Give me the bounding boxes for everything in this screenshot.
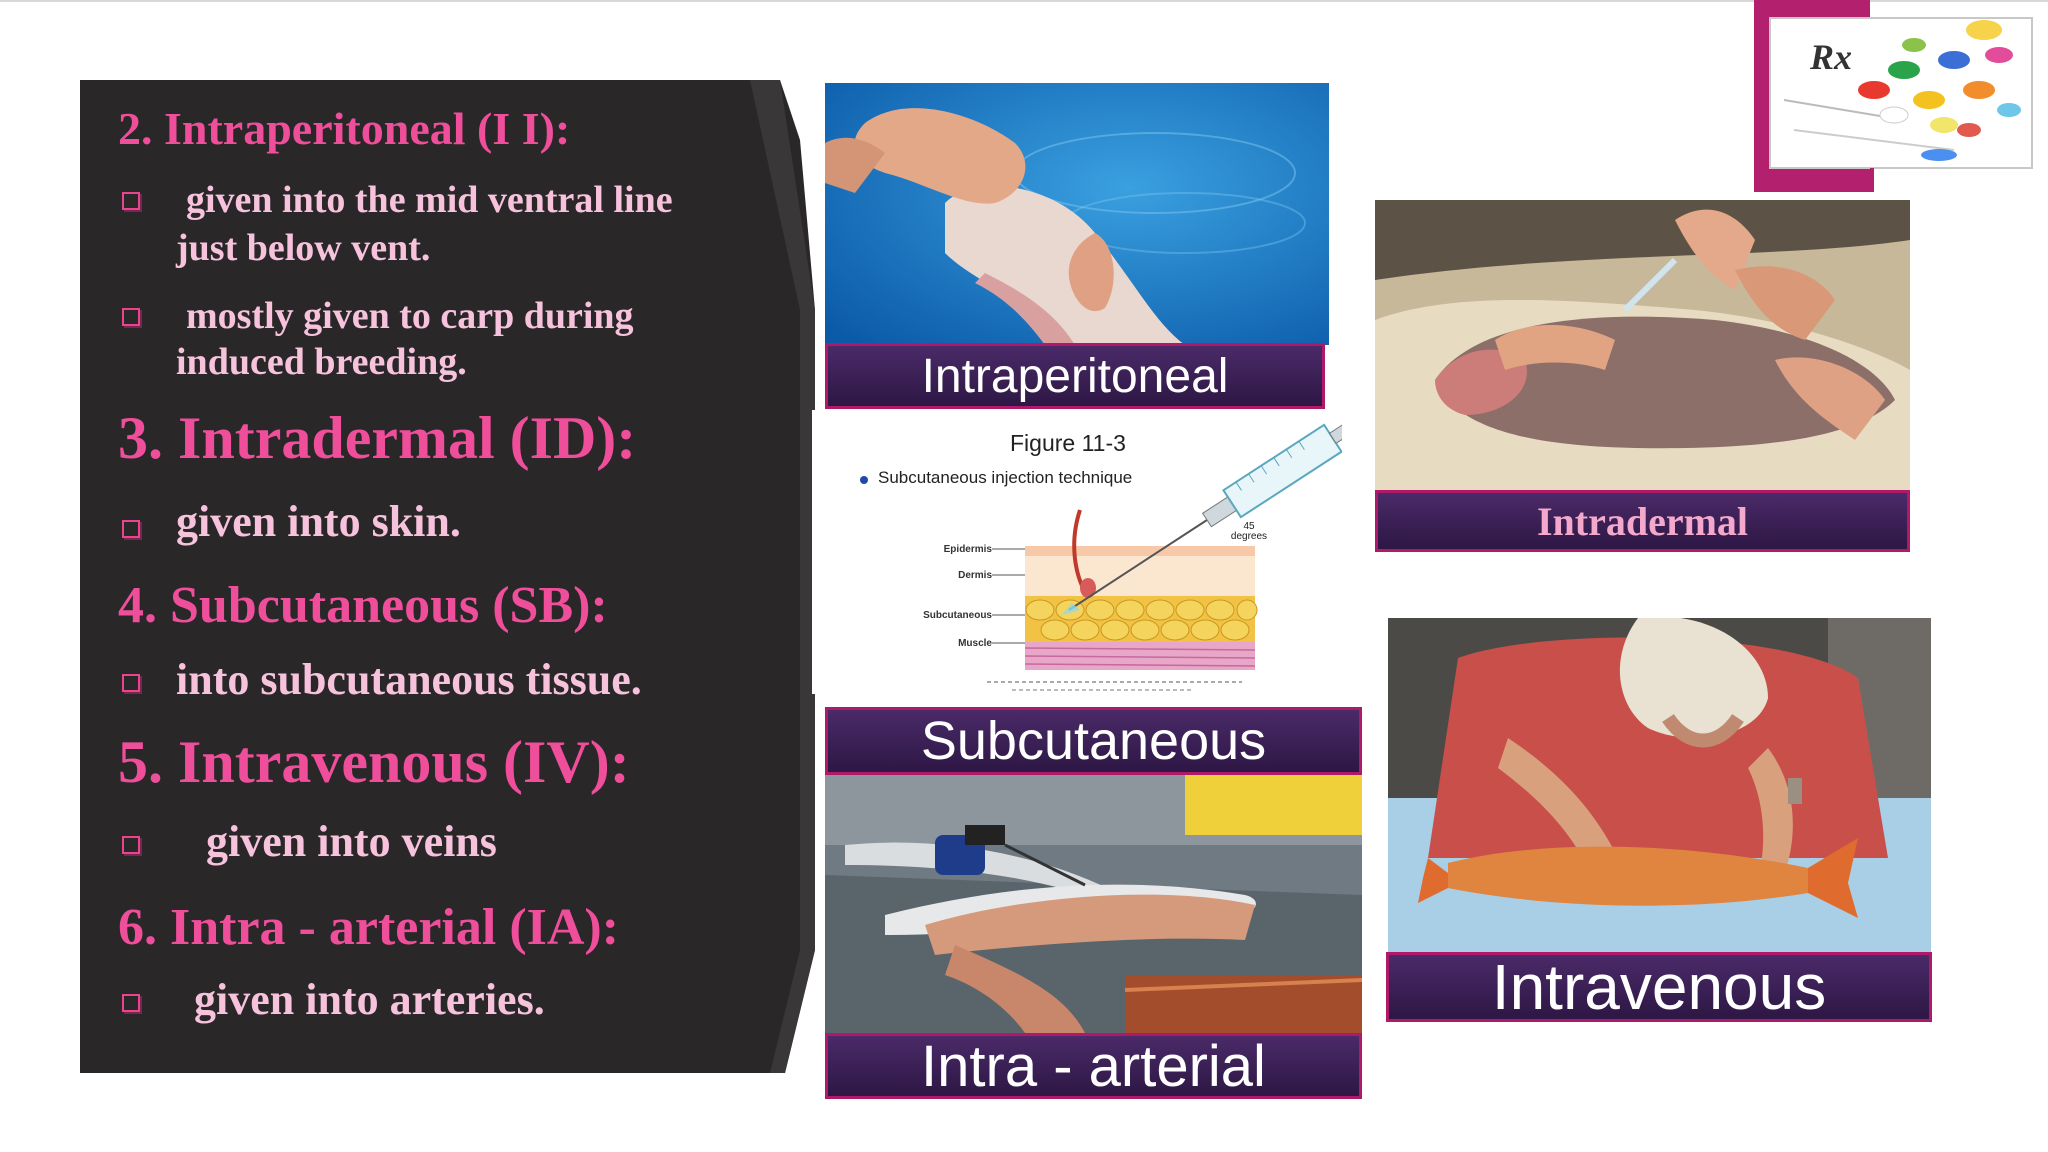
layer-label-subcutaneous: Subcutaneous xyxy=(923,610,992,621)
intravenous-photo xyxy=(1388,618,1931,953)
figure-subtitle: Subcutaneous injection technique xyxy=(878,468,1133,487)
text-panel: 2. Intraperitoneal (I I): given into the… xyxy=(80,80,815,1073)
heading-intraperitoneal: 2. Intraperitoneal (I I): xyxy=(118,103,571,154)
bullet-text: given into skin. xyxy=(176,497,461,546)
heading-intravenous: 5. Intravenous (IV): xyxy=(118,729,630,795)
figure-angle-label: 45 degrees xyxy=(1230,521,1268,542)
intradermal-caption: Intradermal xyxy=(1375,490,1910,552)
bullet-text: given into the mid ventral line xyxy=(186,179,673,221)
checkbox-bullet-icon xyxy=(122,308,140,326)
intra-arterial-photo xyxy=(825,775,1362,1033)
intraperitoneal-caption: Intraperitoneal xyxy=(825,343,1325,409)
intravenous-caption: Intravenous xyxy=(1386,951,1932,1023)
checkbox-bullet-icon xyxy=(122,674,140,692)
checkbox-bullet-icon xyxy=(122,994,140,1012)
layer-label-muscle: Muscle xyxy=(958,638,992,649)
intraperitoneal-photo xyxy=(825,83,1329,345)
top-border xyxy=(0,0,2048,2)
bullet-text: just below vent. xyxy=(176,227,431,269)
intradermal-photo xyxy=(1375,200,1910,492)
subcutaneous-caption: Subcutaneous xyxy=(825,707,1362,775)
bullet-text: mostly given to carp during xyxy=(186,295,634,337)
heading-intra-arterial: 6. Intra - arterial (IA): xyxy=(118,899,620,956)
layer-label-dermis: Dermis xyxy=(958,570,992,581)
heading-subcutaneous: 4. Subcutaneous (SB): xyxy=(118,577,608,634)
bullet-text: into subcutaneous tissue. xyxy=(176,655,642,704)
panel-background xyxy=(80,80,815,1073)
bullet-text: given into arteries. xyxy=(194,975,545,1024)
checkbox-bullet-icon xyxy=(122,836,140,854)
subcutaneous-figure: Figure 11-3 Subcutaneous injection techn… xyxy=(812,410,1342,694)
figure-title: Figure 11-3 xyxy=(1010,430,1126,456)
figure-bullet-icon xyxy=(860,476,868,484)
checkbox-bullet-icon xyxy=(122,192,140,210)
skin-layers-diagram xyxy=(987,410,1342,691)
heading-intradermal: 3. Intradermal (ID): xyxy=(118,405,637,471)
rx-symbol: Rx xyxy=(1810,37,1853,77)
bullet-text: given into veins xyxy=(206,817,497,866)
checkbox-bullet-icon xyxy=(122,520,140,538)
layer-label-epidermis: Epidermis xyxy=(943,544,992,555)
rx-pills-logo: Rx xyxy=(1754,0,2038,192)
bullet-text: induced breeding. xyxy=(176,341,467,383)
intra-arterial-caption: Intra - arterial xyxy=(825,1033,1362,1099)
